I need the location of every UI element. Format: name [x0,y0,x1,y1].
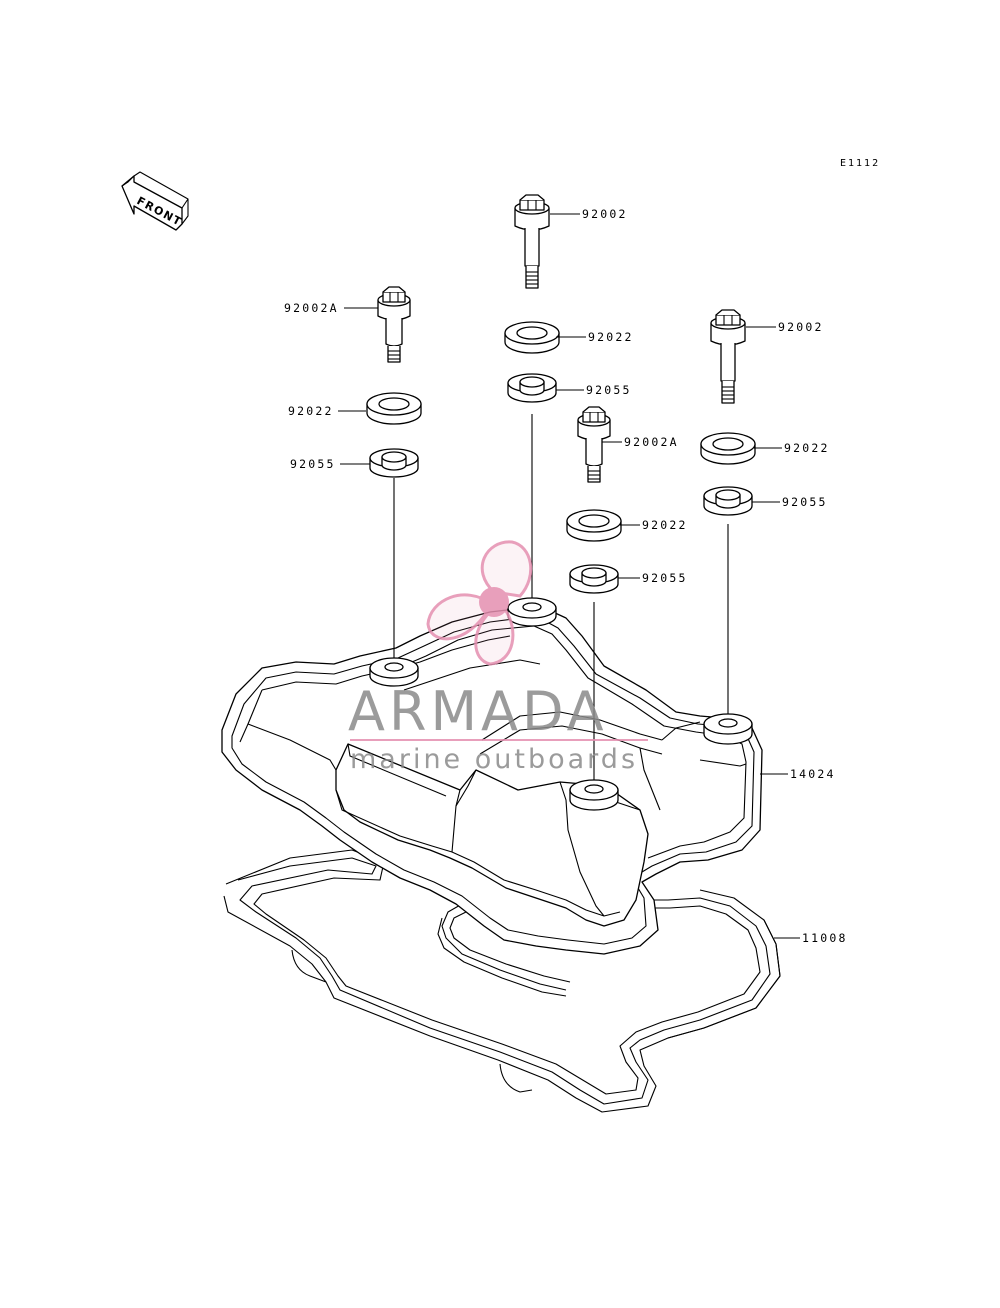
cover-boss-front [569,779,619,811]
cover-boss-right [703,713,753,745]
front-arrow-icon: FRONT [121,171,189,231]
callout-92022-right: 92022 [784,441,830,455]
washer-92022-left [366,392,422,425]
grommet-92055-right [703,486,753,516]
grommet-92055-top [507,373,557,403]
bolt-92002A-center [577,406,611,483]
callout-92055-right: 92055 [782,495,828,509]
cover-boss-center [507,597,557,627]
grommet-92055-left [369,448,419,478]
watermark-brand: ARMADA [348,680,608,743]
callout-92002-right: 92002 [778,320,824,334]
callout-92002-top: 92002 [582,207,628,221]
bolt-92002-top [514,194,550,289]
cover-boss-left [369,657,419,687]
callout-92022-center: 92022 [642,518,688,532]
bolt-92002A-left [377,286,411,363]
callout-92055-left: 92055 [290,457,336,471]
cylinder-head-cover [221,605,763,955]
bolt-92002-right [710,309,746,404]
callout-92055-top: 92055 [586,383,632,397]
diagram-code: E1112 [840,158,880,169]
callout-92055-center: 92055 [642,571,688,585]
callout-14024: 14024 [790,767,836,781]
grommet-92055-center [569,564,619,594]
callout-92002A-center: 92002A [624,435,679,449]
callout-92002A-left: 92002A [284,301,339,315]
callout-11008: 11008 [802,931,848,945]
washer-92022-center [566,509,622,542]
callout-92022-top: 92022 [588,330,634,344]
leader-lines [338,213,800,939]
washer-92022-top [504,321,560,354]
callout-92022-left: 92022 [288,404,334,418]
propeller-logo-icon [426,540,533,666]
washer-92022-right [700,432,756,465]
watermark-tagline: marine outboards [350,744,638,775]
armada-watermark: ARMADA marine outboards [348,540,648,775]
